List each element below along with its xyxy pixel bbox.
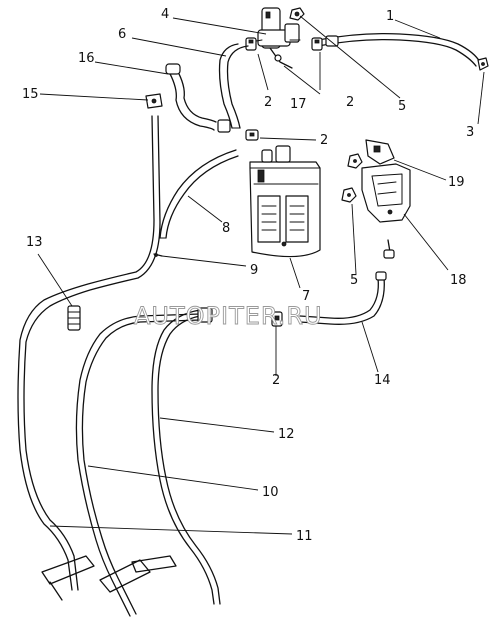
- clamp-part-2-top-right: [311, 37, 323, 51]
- watermark: AUTOPITER.RU: [134, 302, 323, 330]
- callout-2-middle: 2: [320, 133, 328, 148]
- callout-9: 9: [250, 263, 258, 278]
- callout-5-top: 5: [398, 99, 406, 114]
- pipe-part-12: [131, 307, 221, 605]
- charcoal-canister-part-7: [249, 145, 321, 258]
- callout-2-bottom: 2: [272, 373, 280, 388]
- hose-part-6: [218, 43, 249, 129]
- callout-8: 8: [222, 221, 230, 236]
- bracket-part-19: [365, 139, 395, 165]
- connector-part-15: [145, 93, 163, 109]
- valve-connector-part-17: [269, 47, 293, 69]
- callout-19: 19: [448, 175, 465, 190]
- hose-part-16: [165, 63, 231, 133]
- callout-17: 17: [290, 97, 307, 112]
- callout-numbers: 1 4 6 16 15 2 17 2 5 3 2 19 8 9 5 18 7 1…: [22, 7, 474, 544]
- nut-part-5-middle: [341, 187, 357, 203]
- callout-2-top-left: 2: [264, 95, 272, 110]
- callout-2-top-right: 2: [346, 95, 354, 110]
- callout-10: 10: [262, 485, 279, 500]
- pipe-part-11: [17, 115, 161, 601]
- callout-11: 11: [296, 529, 313, 544]
- clamp-part-2-bottom: [271, 311, 283, 327]
- callout-4: 4: [161, 7, 169, 22]
- bracket-part-18: [361, 163, 411, 259]
- callout-15: 15: [22, 87, 39, 102]
- leader-lines: [37, 15, 485, 535]
- callout-6: 6: [118, 27, 126, 42]
- hose-part-14: [299, 271, 387, 325]
- clamp-part-2-middle: [245, 129, 259, 141]
- pipe-part-10: [75, 313, 201, 617]
- clamp-part-2-top-left: [245, 37, 257, 51]
- callout-16: 16: [78, 51, 95, 66]
- clip-part-3: [477, 57, 489, 71]
- callout-1: 1: [386, 9, 394, 24]
- pipe-part-8: [159, 149, 239, 239]
- callout-7: 7: [302, 289, 310, 304]
- callout-13: 13: [26, 235, 43, 250]
- callout-5-middle: 5: [350, 273, 358, 288]
- nut-part-5-top: [289, 7, 305, 21]
- callout-12: 12: [278, 427, 295, 442]
- callout-3: 3: [466, 125, 474, 140]
- nut-part-5-upper: [347, 153, 363, 169]
- callout-18: 18: [450, 273, 467, 288]
- connector-part-13: [67, 305, 81, 331]
- callout-14: 14: [374, 373, 391, 388]
- hose-part-1: [317, 32, 481, 67]
